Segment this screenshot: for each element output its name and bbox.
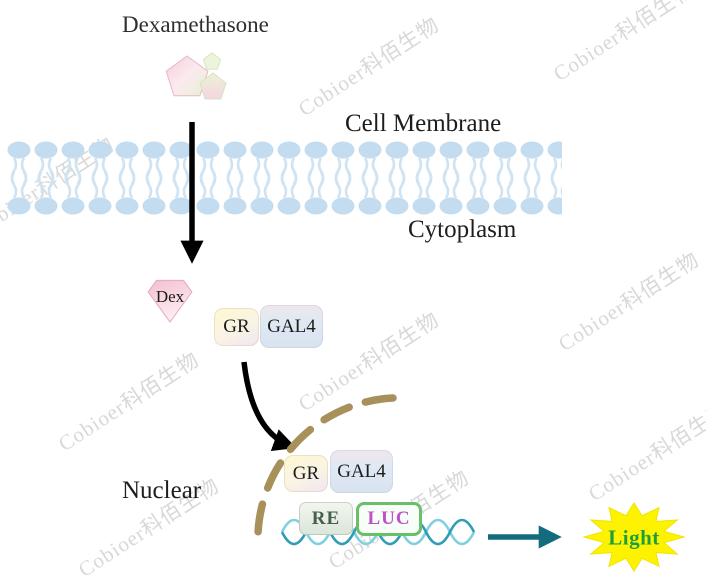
gal4-label: GAL4 bbox=[337, 460, 386, 482]
gr-box-cytoplasm: GR bbox=[214, 308, 259, 346]
nuclear-envelope-graphic bbox=[254, 394, 397, 550]
re-box: RE bbox=[299, 502, 353, 535]
nuclear-label: Nuclear bbox=[122, 477, 202, 504]
title-dexamethasone: Dexamethasone bbox=[122, 12, 269, 37]
dex-label: Dex bbox=[155, 287, 185, 306]
cell-membrane-graphic bbox=[6, 140, 562, 216]
cytoplasm-label: Cytoplasm bbox=[408, 216, 517, 243]
re-label: RE bbox=[311, 507, 341, 529]
gr-label: GR bbox=[292, 462, 320, 484]
light-starburst-icon bbox=[582, 502, 686, 572]
gal4-box-nucleus: GAL4 bbox=[330, 450, 393, 493]
translocation-arrow-icon bbox=[241, 361, 297, 452]
light-label: Light bbox=[608, 525, 660, 550]
luc-box: LUC bbox=[356, 502, 422, 536]
cell-membrane-label: Cell Membrane bbox=[345, 110, 502, 137]
gal4-label: GAL4 bbox=[267, 315, 316, 337]
dex-pentagon-icon bbox=[147, 279, 193, 323]
luc-label: LUC bbox=[367, 508, 411, 529]
dexamethasone-crystal-icon bbox=[165, 52, 227, 100]
gr-box-nucleus: GR bbox=[284, 455, 328, 492]
gal4-box-cytoplasm: GAL4 bbox=[260, 305, 323, 348]
gr-label: GR bbox=[223, 316, 250, 337]
